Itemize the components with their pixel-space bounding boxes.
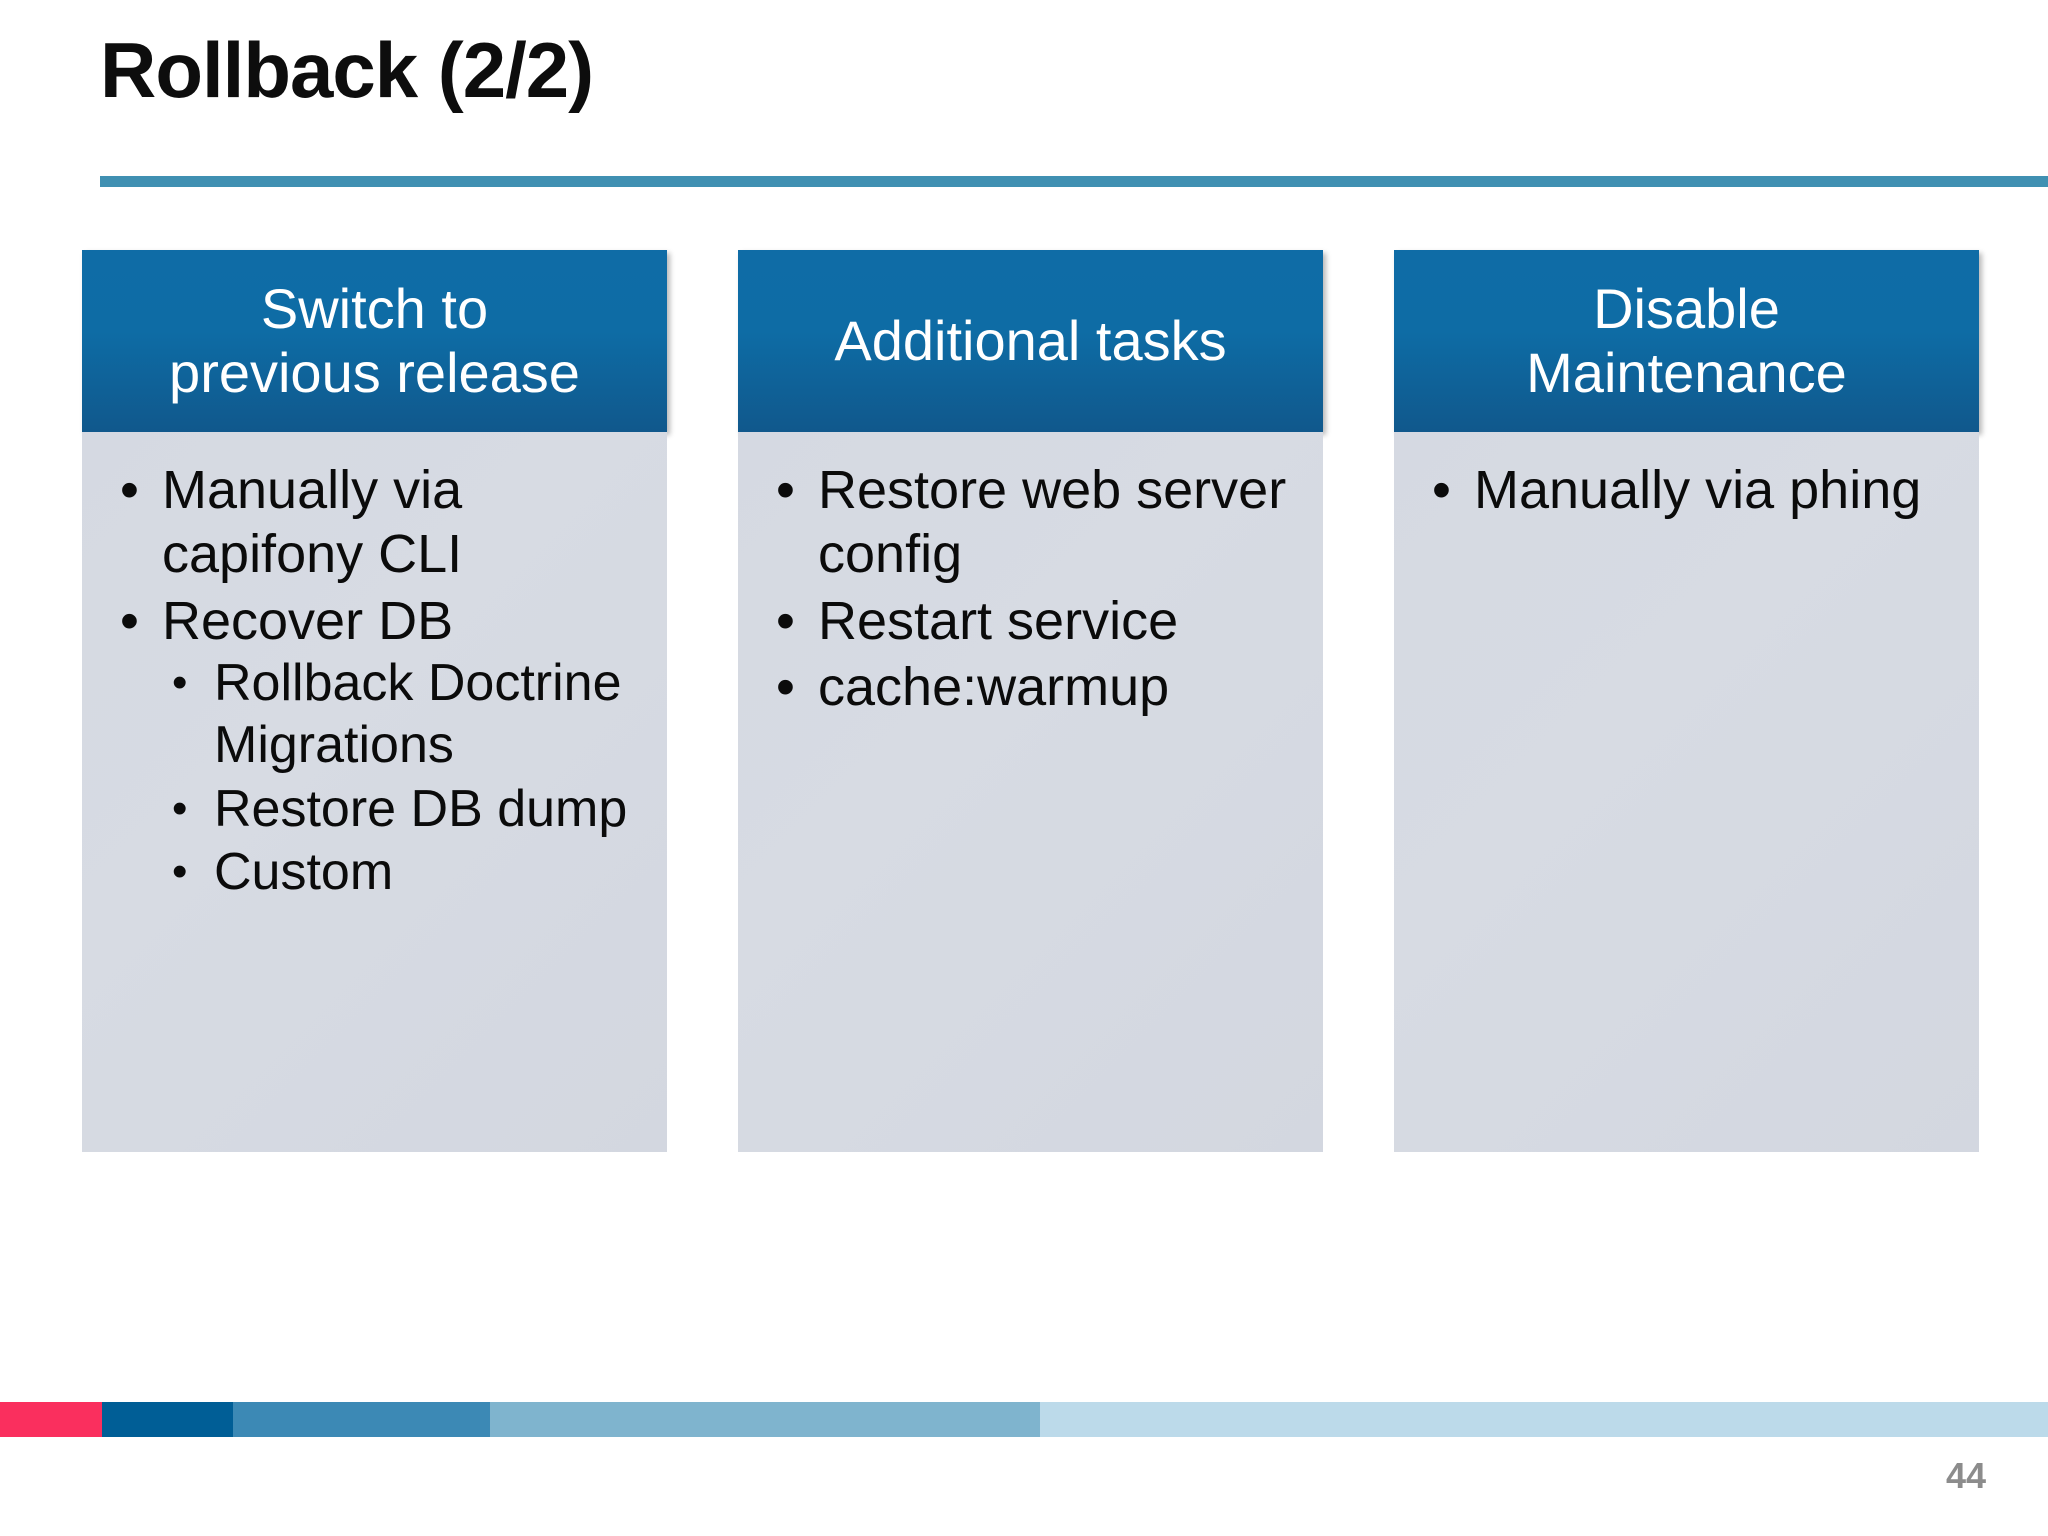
- bullet-dot-icon: •: [1432, 460, 1451, 520]
- footer-segment-pink: [0, 1402, 102, 1437]
- footer-segment-medium-blue: [233, 1402, 490, 1437]
- column-header-label-1: Switch to previous release: [169, 277, 580, 404]
- column-group: Switch to previous release • Manually vi…: [0, 250, 2048, 1250]
- page-number: 44: [1945, 1455, 1986, 1496]
- column-header-label-3: Disable Maintenance: [1526, 277, 1847, 404]
- list-item-text: cache:warmup: [818, 656, 1170, 717]
- bullet-dot-icon: •: [776, 656, 795, 717]
- list-item: • Restore web server config: [754, 458, 1307, 587]
- column-disable-maintenance: Disable Maintenance • Manually via phing: [1394, 250, 1979, 1152]
- list-item: • Manually via capifony CLI: [98, 458, 651, 587]
- title-divider: [100, 176, 2048, 187]
- footer-color-bar: [0, 1402, 2048, 1437]
- column-body-3: • Manually via phing: [1394, 432, 1979, 1152]
- list-item-text: Manually via phing: [1474, 460, 1922, 520]
- sub-list-item-text: Rollback Doctrine Migrations: [214, 653, 622, 774]
- page-title: Rollback (2/2): [100, 26, 594, 114]
- bullet-list-3: • Manually via phing: [1410, 458, 1963, 522]
- bullet-dot-icon: •: [776, 460, 795, 520]
- sub-list-item: • Custom: [162, 842, 651, 904]
- column-body-1: • Manually via capifony CLI • Recover DB…: [82, 432, 667, 1152]
- sub-bullet-list-1: • Rollback Doctrine Migrations • Restore…: [162, 653, 651, 905]
- column-header-1: Switch to previous release: [82, 250, 667, 432]
- list-item-text: Manually via capifony CLI: [162, 460, 463, 585]
- bullet-list-1: • Manually via capifony CLI • Recover DB…: [98, 458, 651, 904]
- column-switch-to-previous-release: Switch to previous release • Manually vi…: [82, 250, 667, 1152]
- column-body-2: • Restore web server config • Restart se…: [738, 432, 1323, 1152]
- column-header-3: Disable Maintenance: [1394, 250, 1979, 432]
- sub-list-item: • Restore DB dump: [162, 779, 651, 841]
- bullet-list-2: • Restore web server config • Restart se…: [754, 458, 1307, 719]
- sub-list-item: • Rollback Doctrine Migrations: [162, 653, 651, 777]
- bullet-dot-icon: •: [120, 590, 139, 651]
- list-item-text: Restore web server config: [818, 460, 1287, 585]
- column-additional-tasks: Additional tasks • Restore web server co…: [738, 250, 1323, 1152]
- column-header-2: Additional tasks: [738, 250, 1323, 432]
- bullet-dot-icon: •: [120, 460, 139, 520]
- list-item: • Restart service: [754, 589, 1307, 653]
- sub-list-item-text: Restore DB dump: [214, 779, 628, 838]
- list-item: • Manually via phing: [1410, 458, 1963, 522]
- sub-list-item-text: Custom: [214, 843, 394, 902]
- footer-segment-light-blue: [490, 1402, 1040, 1437]
- bullet-dot-icon: •: [776, 590, 795, 651]
- bullet-dot-icon: •: [172, 783, 188, 833]
- list-item: • cache:warmup: [754, 655, 1307, 719]
- list-item: • Recover DB • Rollback Doctrine Migrati…: [98, 589, 651, 905]
- list-item-text: Recover DB: [162, 590, 454, 651]
- list-item-text: Restart service: [818, 590, 1179, 651]
- column-header-label-2: Additional tasks: [834, 309, 1227, 373]
- bullet-dot-icon: •: [172, 847, 188, 897]
- footer-segment-pale-blue: [1040, 1402, 2048, 1437]
- footer-segment-dark-blue: [102, 1402, 233, 1437]
- bullet-dot-icon: •: [172, 657, 188, 707]
